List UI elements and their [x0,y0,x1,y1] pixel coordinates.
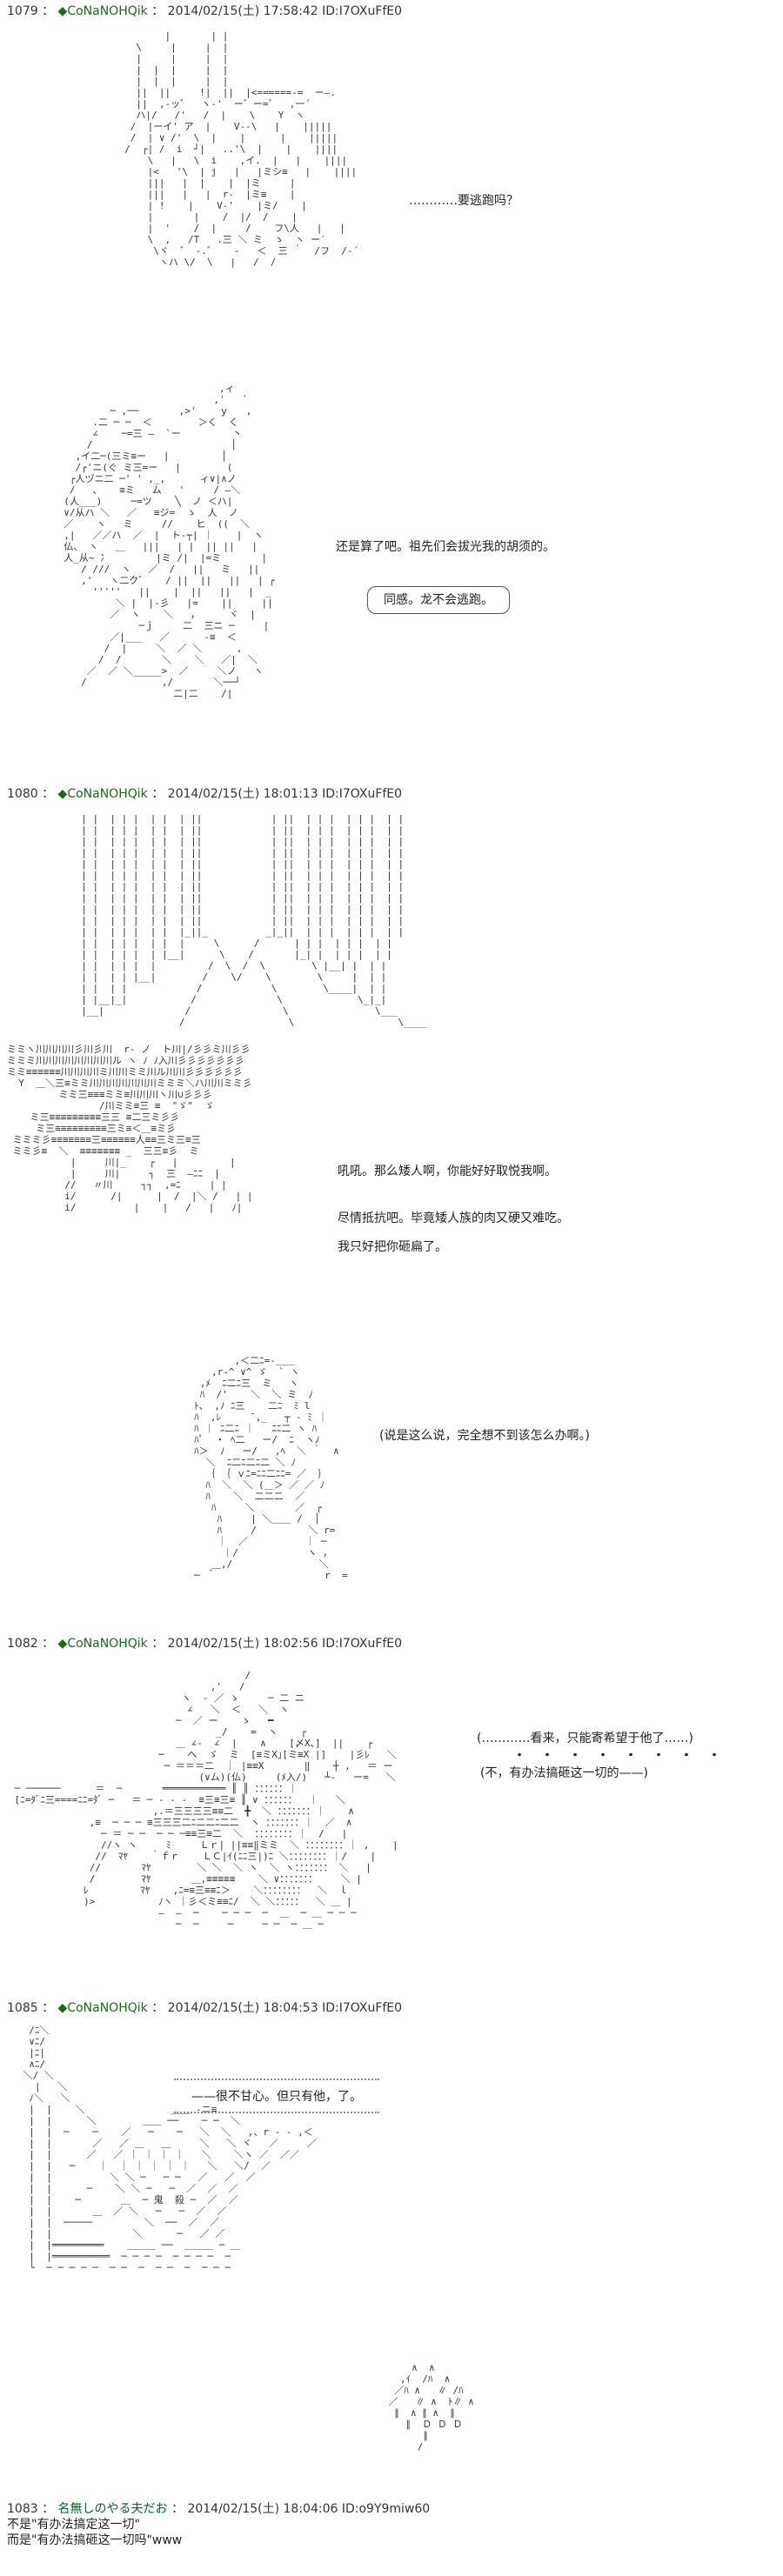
poster-id: ID:I7OXuFfE0 [322,2001,403,2015]
post-header-1082: 1082 ： ◆CoNaNOHQik ： 2014/02/15(土) 18:02… [7,1637,403,1651]
poster-id: ID:I7OXuFfE0 [322,1637,403,1651]
post-date: 2014/02/15(土) 18:02:56 [167,1637,318,1651]
reply-line: 不是"有办法搞定这一切" [7,2518,140,2532]
ascii-art-dwarves-group: ,ィ ,' ` ─ ,── ,>' ｙ , .二 ─ ─ ＜ ＞く く ∠ ─=… [64,383,275,699]
post-number: 1083 [7,2502,38,2516]
post-header-1085: 1085 ： ◆CoNaNOHQik ： 2014/02/15(土) 18:04… [7,2001,403,2015]
post-header-1080: 1080 ： ◆CoNaNOHQik ： 2014/02/15(土) 18:01… [7,787,403,801]
post-number: 1085 [7,2001,38,2015]
ascii-art-character-thinking: ,＜二ﾆ=-＿＿ ,r-^ ∨^ ゞ ` ヽ ,ﾒ ﾆ二ﾆ三 ミ ヽ ﾊ /' … [194,1355,348,1581]
post-date: 2014/02/15(土) 18:04:53 [167,2001,318,2015]
speech-line: 尽情抵抗吧。毕竟矮人族的肉又硬又难吃。 [338,1211,569,1225]
poster-id: ID:o9Y9miw60 [341,2502,431,2516]
post-date: 2014/02/15(土) 18:01:13 [167,787,318,801]
speech-line: 我只好把你砸扁了。 [338,1240,447,1254]
ascii-art-dwarves-pillars: | | | \ | | | | | | | | | | | | | | | | … [124,30,359,268]
post-number: 1082 [7,1637,38,1651]
ascii-art-mark-right: ∧ ∧ ,ｲ /ﾊ ∧ ／ﾊ ∧ ∥ /ﾊ ／ ∥ ∧ ﾄ∥ ∧ ∥ ∧ ∥ ∧… [388,2362,474,2453]
poster-name[interactable]: ◆CoNaNOHQik [57,787,148,801]
narration-frame: ——很不甘心。但只有他，了。 [174,2079,379,2113]
poster-id: ID:I7OXuFfE0 [322,787,403,801]
ascii-art-dwarf-charging: / ,' / ヽ ‐ ／ ゝ ─ 二 ニ ∠ ＼ ＜ ＼ ヽ ─ ／ ー ゝ ━ [14,1670,398,1930]
post-number: 1080 [7,787,38,801]
speech-line: 吼吼。那么矮人啊，你能好好取悦我啊。 [338,1165,557,1178]
post-header-1083: 1083 ： 名無しのやる夫だお ： 2014/02/15(土) 18:04:0… [7,2502,431,2516]
emphasis-dots: ・ ・ ・ ・ ・ ・ ・ ・ [513,1749,722,1763]
ascii-art-dragon-body: ミミヽ川川川川彡川彡川 r‐ ノ ト川|/彡彡ミ川彡彡 ミミミ川川川川川川川川ル… [7,1044,253,1213]
poster-name[interactable]: ◆CoNaNOHQik [57,4,148,18]
poster-name[interactable]: 名無しのやる夫だお [57,2502,168,2516]
speech-line: (不，有办法搞砸这一切的——) [480,1766,648,1780]
ascii-art-dragon-legs: | | | | | | | | || | || | | | | | | | | … [81,813,427,1028]
poster-name[interactable]: ◆CoNaNOHQik [57,2001,148,2015]
speech-line: (…………看来，只能寄希望于他了……) [477,1732,693,1745]
post-header-1079: 1079 ： ◆CoNaNOHQik ： 2014/02/15(土) 17:58… [7,4,403,18]
post-date: 2014/02/15(土) 18:04:06 [187,2502,338,2516]
post-date: 2014/02/15(土) 17:58:42 [167,4,318,18]
reply-line: 而是"有办法搞砸这一切吗"www [7,2533,183,2547]
narration-line: ——很不甘心。但只有他，了。 [191,2090,362,2104]
speech-line: …………要逃跑吗？ [409,194,519,208]
speech-line: (说是这么说，完全想不到该怎么办啊。) [379,1429,590,1443]
ascii-art-dwarf-helmet: /ﾆ＼ ∨ﾆ/ |ﾆ| ∧ﾆ/ ＼/ ＼ | ＼ ﾉ＼ ＼ | | ＼ ＿＿ ‐… [23,2025,318,2273]
poster-name[interactable]: ◆CoNaNOHQik [57,1637,148,1651]
speech-bubble: 同感。龙不会逃跑。 [367,586,510,614]
speech-line: 还是算了吧。祖先们会拔光我的胡须的。 [336,540,555,554]
poster-id: ID:I7OXuFfE0 [322,4,403,18]
post-number: 1079 [7,4,38,18]
